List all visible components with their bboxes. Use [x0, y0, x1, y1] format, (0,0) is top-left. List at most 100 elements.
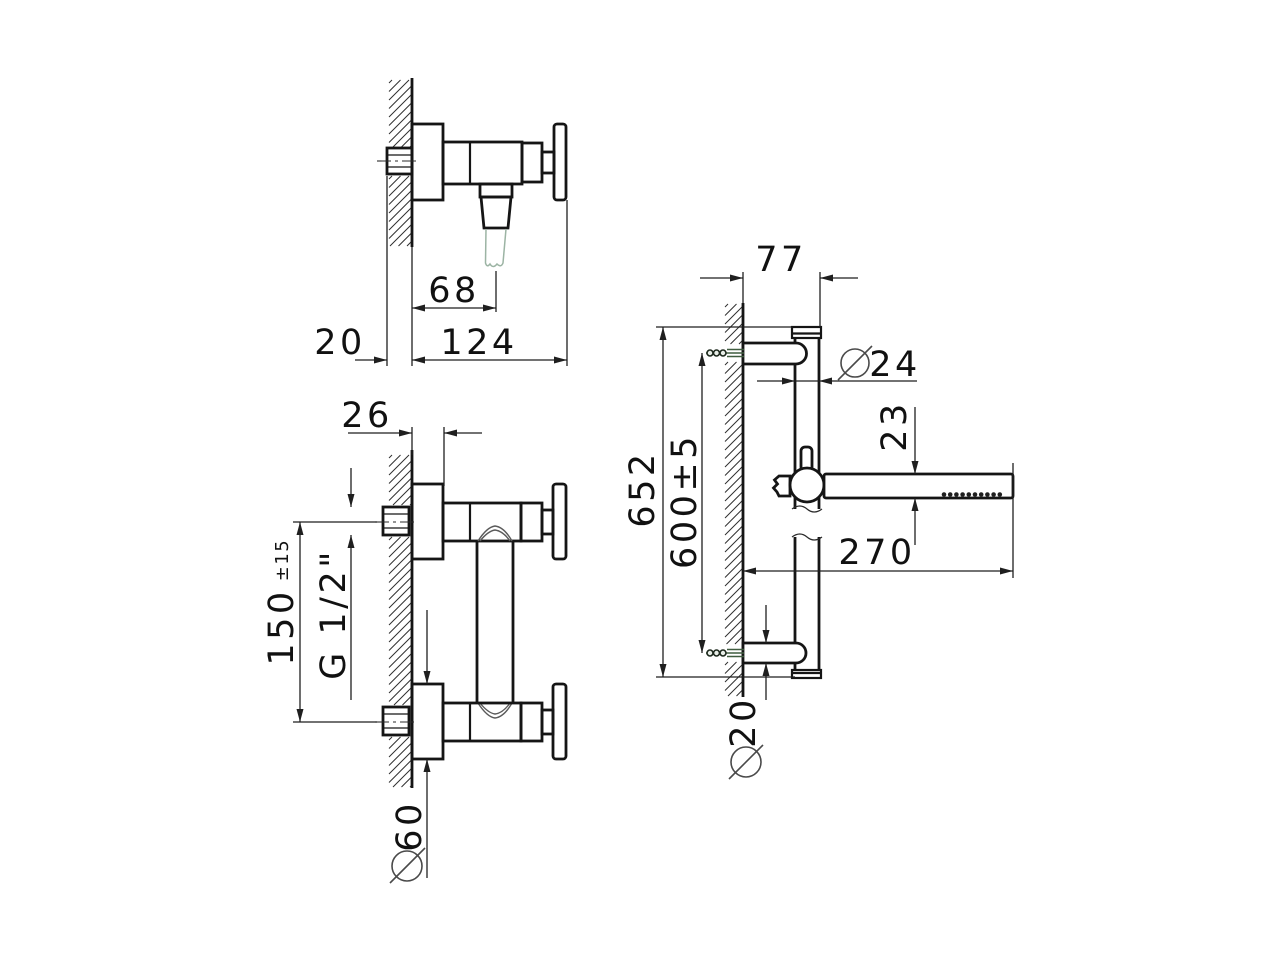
hatch-line — [388, 536, 401, 549]
hatch-line — [388, 584, 413, 609]
holder-pivot — [788, 466, 826, 504]
inlet-nut — [381, 705, 411, 737]
top-view: 68 20 124 — [314, 78, 568, 366]
upper-inlet-unit — [375, 482, 568, 561]
front-view: 26 150 ±15 G 1/2" 60 — [262, 396, 568, 884]
hatch-line — [724, 474, 744, 493]
hatch-line — [724, 610, 744, 629]
wall-escutcheon — [410, 482, 445, 561]
bottom-fixing-screw — [706, 648, 744, 658]
holder-clip — [771, 474, 792, 498]
hatch-line — [388, 468, 413, 493]
hatch-line — [388, 189, 413, 214]
hatch-line — [724, 363, 744, 383]
hatch-line — [724, 663, 744, 683]
hatch-line — [388, 181, 413, 205]
top-bracket — [741, 341, 808, 366]
hatch-line — [388, 635, 413, 660]
hatch-line — [388, 627, 413, 651]
wall-escutcheon — [410, 682, 445, 761]
spray-nozzle-dots — [941, 492, 1003, 497]
hatch-line — [724, 305, 744, 325]
hatch-line — [388, 79, 401, 92]
hatch-line — [724, 372, 744, 391]
hatch-line — [388, 759, 413, 783]
hatch-line — [388, 119, 413, 143]
hatch-line — [388, 601, 413, 626]
handshower-slider — [771, 445, 1015, 504]
hatch-line — [724, 389, 744, 408]
wall-hatching — [388, 454, 413, 788]
hatch-line — [724, 303, 737, 316]
connecting-column — [475, 525, 515, 719]
top-view-dimensions: 68 20 124 — [314, 176, 568, 366]
hatch-line — [388, 175, 401, 188]
hatch-line — [724, 361, 737, 374]
hatch-line — [724, 593, 744, 612]
hatch-line — [724, 491, 744, 510]
hatch-line — [724, 584, 744, 604]
hatch-line — [724, 601, 744, 621]
hatch-line — [724, 440, 744, 459]
handle-collar — [519, 701, 544, 743]
hatch-line — [388, 550, 413, 575]
hatch-line — [388, 576, 413, 600]
hatch-line — [388, 652, 413, 677]
hatch-line — [724, 423, 744, 442]
hatch-line — [402, 695, 413, 706]
wall-hatching — [388, 79, 413, 247]
hatch-line — [388, 559, 413, 583]
hatch-line — [724, 322, 744, 342]
dim-escutcheon-depth: 26 — [341, 396, 393, 436]
hatch-line — [724, 559, 744, 578]
hatch-line — [724, 397, 744, 417]
spout — [479, 195, 513, 230]
hatch-line — [401, 776, 413, 788]
hatch-line — [388, 79, 410, 101]
hatch-line — [724, 406, 744, 425]
handle-disc — [551, 482, 568, 561]
dim-overall-height: 652 — [623, 450, 663, 527]
handle-stem — [540, 508, 555, 536]
hatch-line — [388, 175, 393, 180]
wall-escutcheon — [410, 122, 445, 202]
hatch-line — [724, 533, 744, 553]
hatch-line — [724, 542, 744, 561]
handshower — [822, 472, 1015, 500]
hatch-line — [724, 465, 744, 485]
dim-total-projection: 124 — [440, 323, 517, 363]
hatch-line — [724, 525, 744, 544]
side-view: 77 24 23 270 652 — [623, 240, 1015, 780]
hatch-line — [388, 567, 413, 592]
hatch-line — [724, 516, 744, 536]
hatch-line — [388, 206, 413, 231]
handle-disc — [551, 682, 568, 761]
hatch-line — [724, 303, 729, 308]
dim-bracket-projection: 77 — [755, 240, 807, 280]
hatch-line — [388, 610, 413, 634]
wall-brackets — [706, 341, 808, 665]
hatch-line — [388, 618, 413, 643]
hatch-line — [388, 536, 393, 541]
valve-body — [441, 140, 524, 186]
hatch-line — [724, 672, 744, 691]
hatch-line — [388, 102, 413, 126]
dim-escutcheon-diameter: 60 — [390, 800, 430, 852]
hatch-line — [388, 175, 410, 197]
dim-bracket-diameter: 20 — [724, 696, 764, 748]
hatch-line — [724, 550, 744, 570]
hatch-line — [388, 93, 413, 118]
hatch-line — [388, 750, 413, 775]
hatch-line — [392, 767, 413, 788]
hatch-line — [388, 454, 393, 459]
spout-step — [478, 182, 514, 199]
dim-inlet-centers: 150 — [262, 588, 302, 665]
dim-bar-diameter: 24 — [869, 345, 921, 385]
diameter-symbol — [837, 345, 873, 381]
dim-thread-size: G 1/2" — [314, 548, 354, 680]
front-view-dimensions: 26 150 ±15 G 1/2" 60 — [262, 396, 482, 884]
hatch-line — [392, 127, 413, 148]
water-stream — [484, 228, 507, 268]
top-fixing-screw — [706, 348, 744, 358]
hatch-line — [388, 736, 410, 758]
